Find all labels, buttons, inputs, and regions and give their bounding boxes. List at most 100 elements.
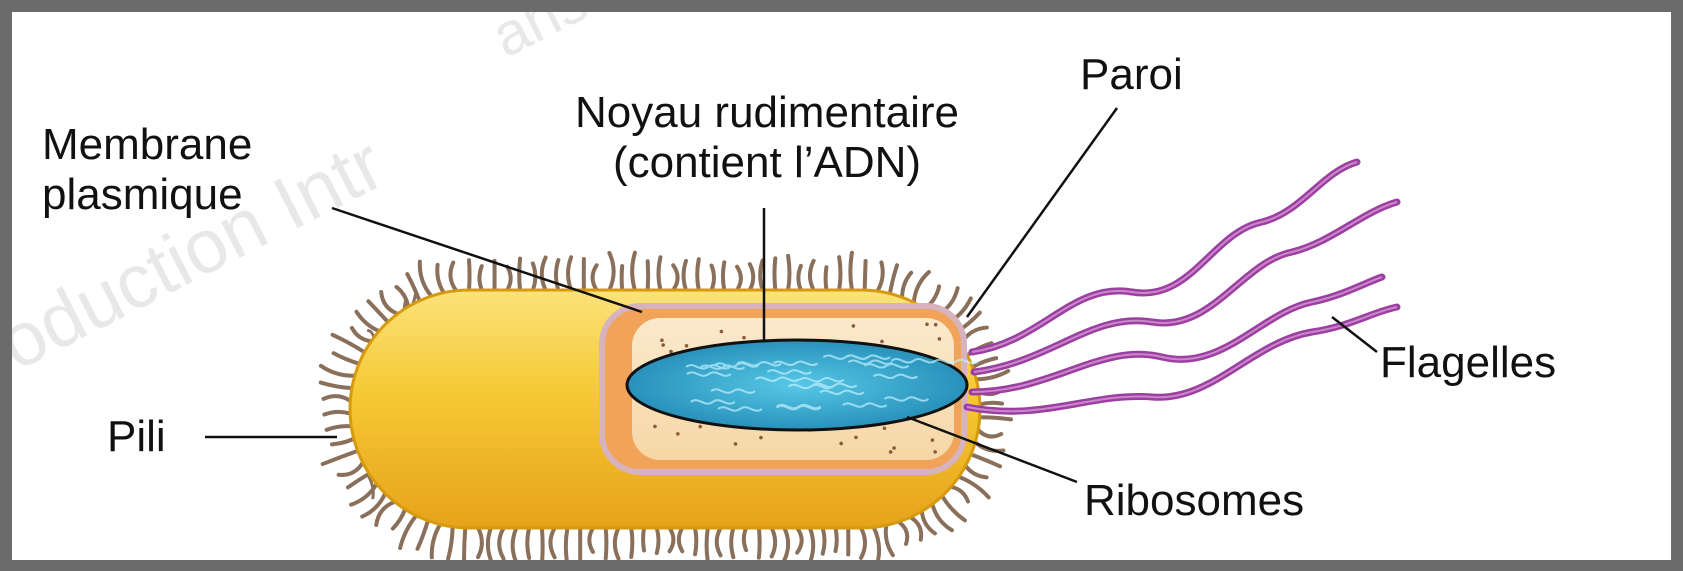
ribosome <box>685 344 689 348</box>
pilus <box>356 312 379 331</box>
pilus <box>942 496 965 520</box>
ribosome <box>931 438 935 442</box>
pilus <box>874 527 879 560</box>
pilus <box>980 417 1011 419</box>
ribosome <box>933 450 937 454</box>
ribosome <box>653 425 657 429</box>
pilus <box>971 454 1000 466</box>
pilus <box>609 253 613 290</box>
pilus <box>643 528 644 550</box>
pilus <box>922 511 935 533</box>
label-membrane-line1: Membrane <box>42 120 252 170</box>
pilus <box>798 266 800 290</box>
label-membrane-line2: plasmique <box>42 170 252 220</box>
pilus <box>437 265 443 293</box>
pilus <box>707 528 708 560</box>
pilus <box>850 253 852 290</box>
pilus <box>348 474 369 488</box>
pilus <box>327 426 352 430</box>
flagella-group <box>967 162 1397 411</box>
pilus <box>899 522 908 544</box>
pilus <box>593 265 597 290</box>
pilus <box>631 528 632 557</box>
pilus <box>513 528 517 560</box>
pilus <box>499 528 503 559</box>
pilus <box>381 292 397 314</box>
pilus <box>978 430 1001 437</box>
pilus <box>568 257 571 290</box>
pilus <box>695 528 696 554</box>
label-noyau-line1: Noyau rudimentaire <box>517 88 1017 138</box>
pilus <box>606 528 607 558</box>
pilus <box>902 273 911 298</box>
pilus <box>684 261 686 290</box>
pilus <box>877 262 882 291</box>
pilus <box>323 451 358 464</box>
ribosome <box>883 426 887 430</box>
pilus <box>966 466 987 477</box>
pilus <box>657 528 659 553</box>
pilus <box>589 528 593 552</box>
ribosome <box>938 337 942 341</box>
pilus <box>797 528 801 553</box>
pilus <box>519 259 520 290</box>
pilus <box>772 528 776 556</box>
label-paroi: Paroi <box>1080 50 1183 100</box>
label-noyau-rudimentaire: Noyau rudimentaire (contient l’ADN) <box>517 88 1017 188</box>
pilus <box>321 366 355 376</box>
ribosome <box>742 336 746 340</box>
pilus <box>479 266 481 290</box>
pilus <box>550 528 554 557</box>
pilus <box>632 253 635 290</box>
pilus <box>527 528 529 558</box>
pilus <box>556 260 558 290</box>
label-noyau-line2: (contient l’ADN) <box>517 138 1017 188</box>
pilus <box>420 262 432 297</box>
pilus <box>911 517 922 539</box>
label-membrane-plasmique: Membrane plasmique <box>42 120 252 220</box>
pilus <box>731 528 733 557</box>
pilus <box>835 528 836 551</box>
ribosome <box>854 436 858 440</box>
pilus <box>464 528 465 560</box>
pilus <box>760 260 762 290</box>
diagram-frame: roduction Intr ans <box>12 12 1671 560</box>
pilus <box>784 528 788 560</box>
pilus <box>717 528 721 555</box>
pilus <box>744 528 746 550</box>
pilus <box>759 528 760 558</box>
pilus <box>542 257 546 290</box>
pilus <box>679 528 682 551</box>
pilus <box>339 463 363 475</box>
pilus <box>750 264 753 290</box>
pilus <box>810 528 813 560</box>
ribosome <box>852 324 856 328</box>
pilus <box>658 257 660 290</box>
pilus <box>826 267 827 290</box>
pilus <box>393 509 405 528</box>
ribosome <box>660 338 664 342</box>
ribosome <box>698 425 702 429</box>
pilus <box>823 528 825 554</box>
pilus <box>737 267 741 290</box>
ribosome <box>676 432 680 436</box>
pilus <box>469 260 470 290</box>
ribosome <box>880 340 884 344</box>
pilus <box>712 266 714 290</box>
ribosome <box>759 436 763 440</box>
pilus <box>810 261 814 290</box>
pilus <box>951 487 968 502</box>
pilus <box>321 383 352 389</box>
pilus <box>886 525 893 555</box>
ribosome <box>934 323 938 327</box>
pilus <box>980 403 1002 405</box>
pilus <box>788 256 789 290</box>
pilus <box>450 263 456 291</box>
ribosome <box>734 442 738 446</box>
pilus <box>861 528 865 558</box>
label-pili: Pili <box>107 412 166 462</box>
pilus <box>418 521 428 549</box>
pilus <box>670 528 674 551</box>
pilus <box>542 528 543 560</box>
ribosome <box>925 322 929 326</box>
